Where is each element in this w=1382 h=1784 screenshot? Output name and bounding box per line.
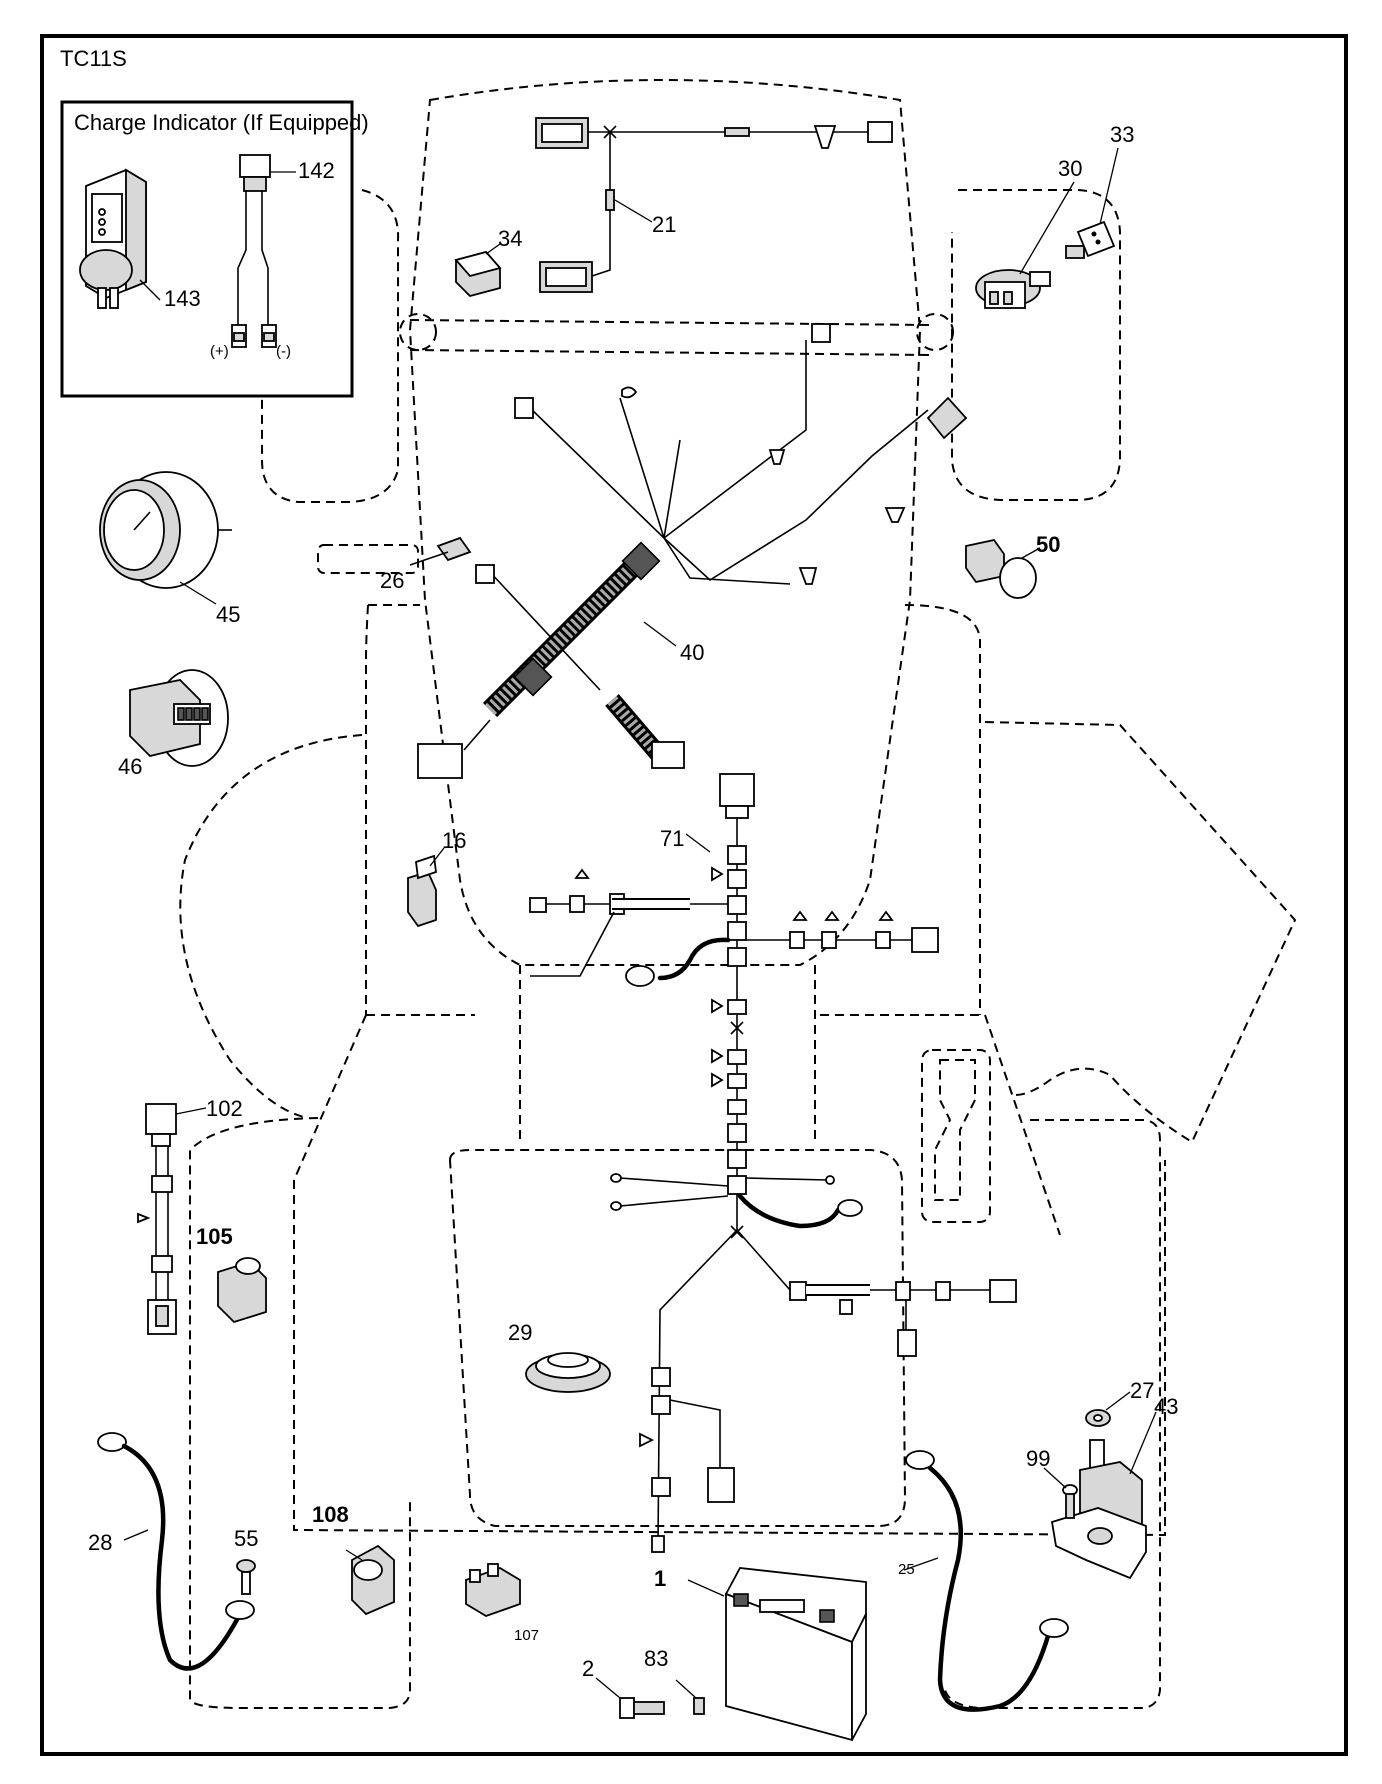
part-55-screw: [236, 1559, 256, 1595]
charge-indicator-module: [79, 168, 147, 309]
part-16-relay: [407, 854, 437, 928]
callout-21: 21: [652, 212, 676, 237]
callout-102: 102: [206, 1096, 243, 1121]
part-29-grommet: [525, 1352, 611, 1393]
part-107-module: [465, 1563, 521, 1617]
part-45-gauge: [99, 471, 232, 589]
part-43-starter-solenoid: [1050, 1439, 1147, 1580]
callout-71: 71: [660, 826, 684, 851]
part-1-battery: [724, 1567, 867, 1742]
part-25-battery-cable: [905, 1450, 1069, 1712]
part-27-nut: [1085, 1409, 1111, 1427]
part-99-bolt: [1062, 1484, 1078, 1519]
callout-105: 105: [196, 1224, 233, 1249]
part-71-harness: [529, 773, 1017, 1553]
part-40-main-harness: [417, 323, 968, 779]
callout-25: 25: [898, 1561, 915, 1578]
callout-34: 34: [498, 226, 522, 251]
part-33-key: [1065, 220, 1116, 259]
callout-2: 2: [582, 1656, 594, 1681]
part-34-switch: [454, 250, 502, 298]
model-code: TC11S: [60, 46, 127, 71]
callout-108: 108: [312, 1502, 349, 1527]
callout-83: 83: [644, 1646, 668, 1671]
part-83-nut: [693, 1697, 705, 1715]
callout-26: 26: [380, 568, 404, 593]
polarity-plus: (+): [210, 343, 229, 360]
callout-33: 33: [1110, 122, 1134, 147]
callout-27: 27: [1130, 1378, 1154, 1403]
callout-16: 16: [442, 828, 466, 853]
callout-55: 55: [234, 1526, 258, 1551]
callout-143: 143: [164, 286, 201, 311]
part-21-harness: [535, 117, 893, 293]
callout-40: 40: [680, 640, 704, 665]
callout-43: 43: [1154, 1394, 1178, 1419]
part-30-ignition-switch: [975, 269, 1051, 309]
callout-99: 99: [1026, 1446, 1050, 1471]
charge-indicator-harness: [231, 154, 277, 348]
polarity-minus: (-): [276, 343, 291, 360]
part-28-battery-cable: [97, 1432, 255, 1671]
callout-45: 45: [216, 602, 240, 627]
part-26-connector: [409, 536, 472, 566]
tractor-outline: [179, 79, 1297, 1709]
callout-29: 29: [508, 1320, 532, 1345]
page-frame: [40, 34, 1348, 1756]
callout-1: 1: [654, 1566, 666, 1591]
part-50-switch: [965, 538, 1037, 599]
callout-50: 50: [1036, 532, 1060, 557]
callout-142: 142: [298, 158, 335, 183]
callout-30: 30: [1058, 156, 1082, 181]
part-2-bolt: [619, 1697, 665, 1719]
part-46-hour-meter: [129, 669, 229, 767]
part-108-module: [351, 1544, 395, 1616]
callout-46: 46: [118, 754, 142, 779]
callout-107: 107: [514, 1627, 539, 1644]
charge-indicator-inset: Charge Indicator (If Equipped) 143 142 (…: [60, 100, 369, 398]
inset-title: Charge Indicator (If Equipped): [74, 110, 369, 135]
part-105-solenoid: [217, 1257, 267, 1324]
callout-28: 28: [88, 1530, 112, 1555]
part-102-harness: [137, 1103, 177, 1335]
